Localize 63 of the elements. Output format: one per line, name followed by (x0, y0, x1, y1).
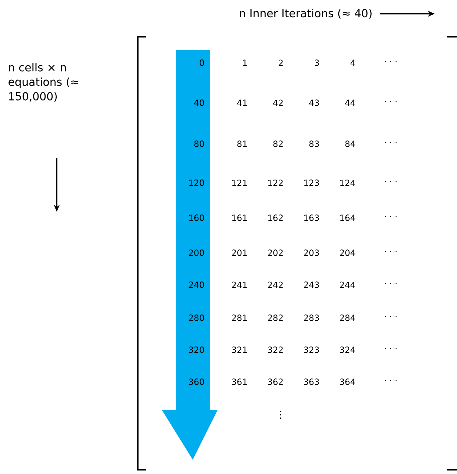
ellipsis: ⋮ (280, 410, 282, 420)
matrix-entry: 323 (304, 346, 320, 354)
matrix-entry: 161 (232, 214, 247, 222)
matrix-entry: 43 (309, 100, 320, 106)
matrix-entry: 241 (232, 282, 247, 288)
matrix-entry: 164 (340, 214, 356, 222)
matrix-entry: 123 (304, 180, 320, 186)
matrix-entry: 121 (232, 180, 247, 186)
matrix-entry: 203 (304, 250, 320, 256)
matrix-entry: 280 (189, 314, 204, 322)
matrix-entry: 163 (304, 214, 320, 222)
axis-label: n cells × n equations (≈ 150,000) (8, 63, 78, 102)
matrix-entry: 324 (340, 346, 356, 354)
matrix-entry: 204 (340, 250, 356, 256)
matrix-entry: 3 (315, 60, 320, 66)
matrix-entry: 162 (268, 214, 283, 222)
matrix-entry: 201 (232, 250, 247, 256)
ellipsis: · · · (385, 216, 397, 218)
matrix-entry: 81 (238, 140, 248, 148)
matrix-entry: 0 (200, 60, 204, 66)
matrix-entry: 42 (273, 100, 283, 106)
matrix-entry: 322 (268, 346, 283, 354)
matrix-entry: 41 (237, 100, 248, 106)
matrix-entry: 83 (310, 140, 320, 148)
matrix-entry: 281 (232, 314, 247, 322)
matrix-entry: 120 (190, 180, 204, 186)
matrix-entry: 282 (268, 314, 283, 322)
matrix-entry: 84 (346, 140, 356, 148)
matrix-entry: 360 (189, 378, 204, 386)
matrix-entry: 363 (304, 378, 320, 386)
matrix-entry: 320 (189, 346, 204, 354)
matrix-entry: 202 (268, 250, 283, 256)
matrix-entry: 122 (268, 180, 283, 186)
matrix-entry: 40 (194, 100, 204, 106)
ellipsis: · · · (385, 181, 397, 182)
matrix-entry: 4 (350, 60, 356, 66)
matrix-entry: 242 (268, 282, 283, 288)
ellipsis: · · · (385, 283, 397, 284)
ellipsis: · · · (385, 316, 397, 318)
matrix-entry: 44 (345, 100, 356, 106)
ellipsis: · · · (385, 251, 397, 252)
matrix-entry: 244 (340, 282, 356, 288)
matrix-entry: 362 (268, 378, 283, 386)
matrix-entry: 124 (340, 180, 356, 186)
matrix-entry: 283 (304, 314, 320, 322)
matrix-entry: 2 (279, 60, 283, 66)
matrix-entry: 82 (274, 140, 283, 148)
ellipsis: · · · (385, 101, 397, 102)
matrix-entry: 284 (340, 314, 356, 322)
matrix-entry: 321 (232, 346, 247, 354)
matrix-entry: 160 (190, 214, 204, 222)
ellipsis: · · · (385, 348, 397, 350)
matrix-entry: 80 (194, 140, 204, 148)
matrix-entry: 243 (304, 282, 320, 288)
matrix-entry: 240 (189, 282, 204, 288)
matrix-entry: 361 (232, 378, 247, 386)
axis-label: n Inner Iterations (≈ 40) (240, 9, 372, 19)
ellipsis: · · · (385, 61, 397, 62)
ellipsis: · · · (385, 142, 397, 144)
ellipsis: · · · (385, 380, 397, 382)
matrix-entry: 1 (243, 60, 248, 66)
matrix-entry: 364 (340, 378, 356, 386)
matrix-entry: 200 (189, 250, 204, 256)
